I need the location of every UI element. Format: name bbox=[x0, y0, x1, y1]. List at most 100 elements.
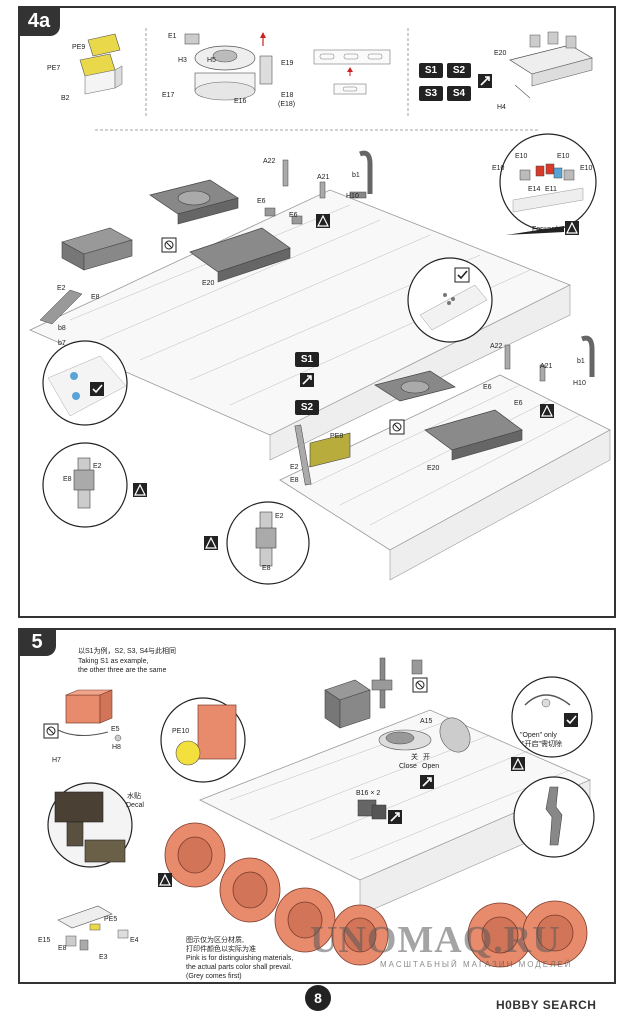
label-e10a: E10 bbox=[515, 153, 528, 160]
label-e2-lower: E2 bbox=[290, 464, 299, 471]
label-h5: H5 bbox=[207, 57, 216, 64]
label-e11: E11 bbox=[545, 186, 557, 193]
detail-circle-right bbox=[407, 257, 493, 343]
brand-label: H0BBY SEARCH bbox=[496, 998, 597, 1012]
label-e8-lower: E8 bbox=[290, 477, 299, 484]
label-e8-upper: E8 bbox=[91, 294, 100, 301]
pe-insert-drawing bbox=[79, 33, 123, 95]
warning-icon-2 bbox=[133, 483, 147, 497]
label-e19: E19 bbox=[281, 60, 294, 67]
example-note-en-1: Taking S1 as example, bbox=[78, 658, 149, 665]
hull-upper-drawing bbox=[29, 150, 571, 461]
label-e1: E1 bbox=[168, 33, 177, 40]
label-e8-circle-bottom: E8 bbox=[262, 565, 271, 572]
watermark-subtitle: МАСШТАБНЫЙ МАГАЗИН МОДЕЛЕЙ bbox=[380, 960, 573, 969]
no-glue-icon-1 bbox=[161, 237, 177, 253]
sub-s2-marker: S2 bbox=[295, 400, 319, 415]
insert-dividers bbox=[95, 28, 540, 131]
pe5-assembly-drawing bbox=[57, 905, 129, 951]
no-glue-icon-2 bbox=[389, 419, 405, 435]
warning-icon-4 bbox=[204, 536, 218, 550]
watermark-logo: UNOMAQ.RU bbox=[310, 919, 561, 961]
label-e6b-lower: E6 bbox=[514, 400, 523, 407]
label-h10-lower: H10 bbox=[573, 380, 586, 387]
label-a21-upper: A21 bbox=[317, 174, 330, 181]
label-e18: E18 bbox=[281, 92, 294, 99]
assembly-arrow-icon-4 bbox=[388, 810, 402, 824]
hull-lower-drawing bbox=[279, 335, 611, 581]
s3-marker: S3 bbox=[419, 86, 443, 101]
label-e6a-upper: E6 bbox=[257, 198, 266, 205]
s4-marker: S4 bbox=[447, 86, 471, 101]
label-e3: E3 bbox=[99, 954, 108, 961]
label-e2-circle-bottom: E2 bbox=[275, 513, 284, 520]
assembly-arrow-icon bbox=[478, 74, 492, 88]
decal-circle bbox=[47, 782, 133, 868]
label-h8: H8 bbox=[112, 744, 121, 751]
label-forward: Forward bbox=[532, 226, 558, 233]
label-b1-lower: b1 bbox=[577, 358, 585, 365]
step-4a-tab: 4a bbox=[18, 6, 60, 36]
label-e17: E17 bbox=[162, 92, 175, 99]
close-label-en: Close bbox=[399, 763, 417, 770]
no-glue-icon-3 bbox=[43, 723, 59, 739]
label-e20-insert: E20 bbox=[494, 50, 507, 57]
label-a22-lower: A22 bbox=[490, 343, 503, 350]
no-glue-icon-4 bbox=[412, 677, 428, 693]
open-label-cn: 开 bbox=[423, 754, 430, 761]
label-e10b: E10 bbox=[557, 153, 570, 160]
warning-icon-6 bbox=[158, 873, 172, 887]
pink-note-en-1: Pink is for distinguishing materials, bbox=[186, 955, 294, 962]
label-h3: H3 bbox=[178, 57, 187, 64]
label-b7: b7 bbox=[58, 340, 66, 347]
open-label-en: Open bbox=[422, 763, 440, 770]
label-e8-step5: E8 bbox=[58, 945, 67, 952]
open-only-en: "Open" only bbox=[520, 732, 557, 739]
label-e2-upper: E2 bbox=[57, 285, 66, 292]
detail-circle-blue bbox=[42, 340, 128, 426]
detail-circle-e2-bottom bbox=[226, 501, 310, 585]
label-e2-circle-left: E2 bbox=[93, 463, 102, 470]
label-e10d: E10 bbox=[580, 165, 593, 172]
label-h4: H4 bbox=[497, 104, 506, 111]
warning-icon-3 bbox=[540, 404, 554, 418]
label-pe5: PE5 bbox=[104, 916, 118, 923]
pe10-detail-circle bbox=[160, 697, 246, 783]
example-note-cn: 以S1为例，S2, S3, S4与此相同 bbox=[78, 648, 177, 655]
s1-marker: S1 bbox=[419, 63, 443, 78]
wheels-drawing bbox=[164, 822, 588, 968]
label-e5: E5 bbox=[111, 726, 120, 733]
decal-label-en: Decal bbox=[126, 802, 144, 809]
label-e6a-lower: E6 bbox=[483, 384, 492, 391]
open-only-cn: "开启"需切除 bbox=[522, 741, 562, 748]
s2-marker: S2 bbox=[447, 63, 471, 78]
label-e18-paren: (E18) bbox=[278, 101, 296, 108]
label-e16: E16 bbox=[234, 98, 247, 105]
open-only-detail-circle bbox=[511, 676, 593, 758]
rear-parts-drawing bbox=[509, 31, 593, 99]
label-a15: A15 bbox=[420, 718, 433, 725]
label-pe7: PE7 bbox=[47, 65, 61, 72]
bracket-detail-circle bbox=[513, 776, 595, 858]
label-b2: B2 bbox=[61, 95, 70, 102]
sub-s1-marker: S1 bbox=[295, 352, 319, 367]
warning-icon-5 bbox=[511, 757, 525, 771]
assembly-arrow-icon-3 bbox=[420, 775, 434, 789]
pink-note-cn-1: 图示仅为区分材质, bbox=[186, 937, 244, 944]
label-e20-lower: E20 bbox=[427, 465, 440, 472]
pink-note-en-3: (Grey comes first) bbox=[186, 973, 242, 980]
label-a21-lower: A21 bbox=[540, 363, 553, 370]
label-e14: E14 bbox=[528, 186, 541, 193]
label-pe10: PE10 bbox=[172, 728, 190, 735]
pink-note-cn-2: 打印件颜色以实际为准 bbox=[186, 946, 256, 953]
assembly-arrow-icon-2 bbox=[300, 373, 314, 387]
label-e8-circle-left: E8 bbox=[63, 476, 72, 483]
turret-ring-drawing bbox=[184, 32, 273, 101]
label-e15: E15 bbox=[38, 937, 51, 944]
label-a22-upper: A22 bbox=[263, 158, 276, 165]
label-e4: E4 bbox=[130, 937, 139, 944]
detail-circle-e2-left bbox=[42, 442, 128, 528]
warning-icon-forward bbox=[565, 221, 579, 235]
step-5-tab: 5 bbox=[18, 628, 56, 656]
label-h7: H7 bbox=[52, 757, 61, 764]
